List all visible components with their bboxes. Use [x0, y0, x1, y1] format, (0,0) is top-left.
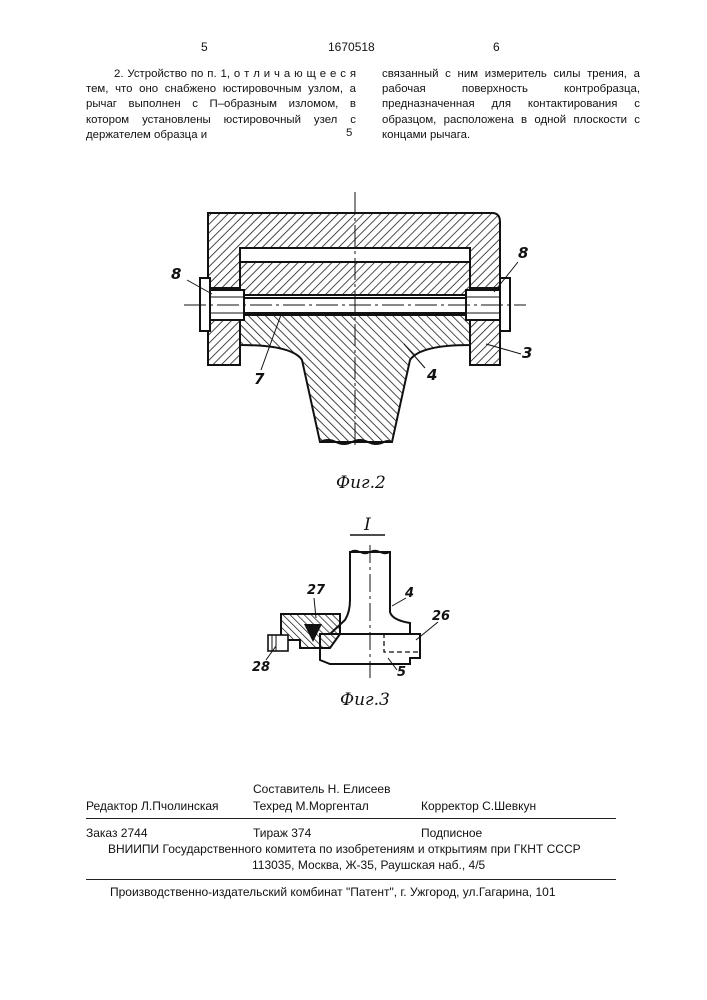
institute: ВНИИПИ Государственного комитета по изоб… [108, 842, 628, 856]
subscription: Подписное [421, 826, 482, 840]
label-8-right: 8 [518, 244, 528, 262]
lever-part-4-detail [330, 552, 410, 634]
tech-editor: Техред М.Моргентал [253, 799, 369, 813]
rule-top [86, 818, 616, 819]
screw-part-28 [268, 635, 288, 651]
figure-3-caption: Фиг.3 [340, 690, 390, 710]
label-5: 5 [397, 665, 406, 680]
order: Заказ 2744 [86, 826, 148, 840]
leader-4b [392, 598, 406, 606]
leader-26 [416, 622, 438, 640]
corrector: Корректор С.Шевкун [421, 799, 536, 813]
address: 113035, Москва, Ж-35, Раушская наб., 4/5 [252, 858, 485, 872]
figure-3-drawing [266, 535, 438, 678]
section-label: I [364, 515, 371, 535]
label-28: 28 [252, 660, 270, 675]
compiler: Составитель Н. Елисеев [253, 782, 390, 796]
label-4: 4 [427, 366, 437, 384]
figure-2-drawing [184, 192, 526, 448]
publisher: Производственно-издательский комбинат "П… [110, 885, 630, 899]
label-26: 26 [432, 609, 450, 624]
label-3: 3 [522, 344, 532, 362]
figure-2-caption: Фиг.2 [336, 473, 386, 493]
label-27: 27 [307, 583, 325, 598]
editor: Редактор Л.Пчолинская [86, 799, 219, 813]
label-8-left: 8 [171, 265, 181, 283]
label-4-fig3: 4 [405, 586, 414, 601]
rule-bottom [86, 879, 616, 880]
circulation: Тираж 374 [253, 826, 311, 840]
label-7: 7 [254, 370, 264, 388]
